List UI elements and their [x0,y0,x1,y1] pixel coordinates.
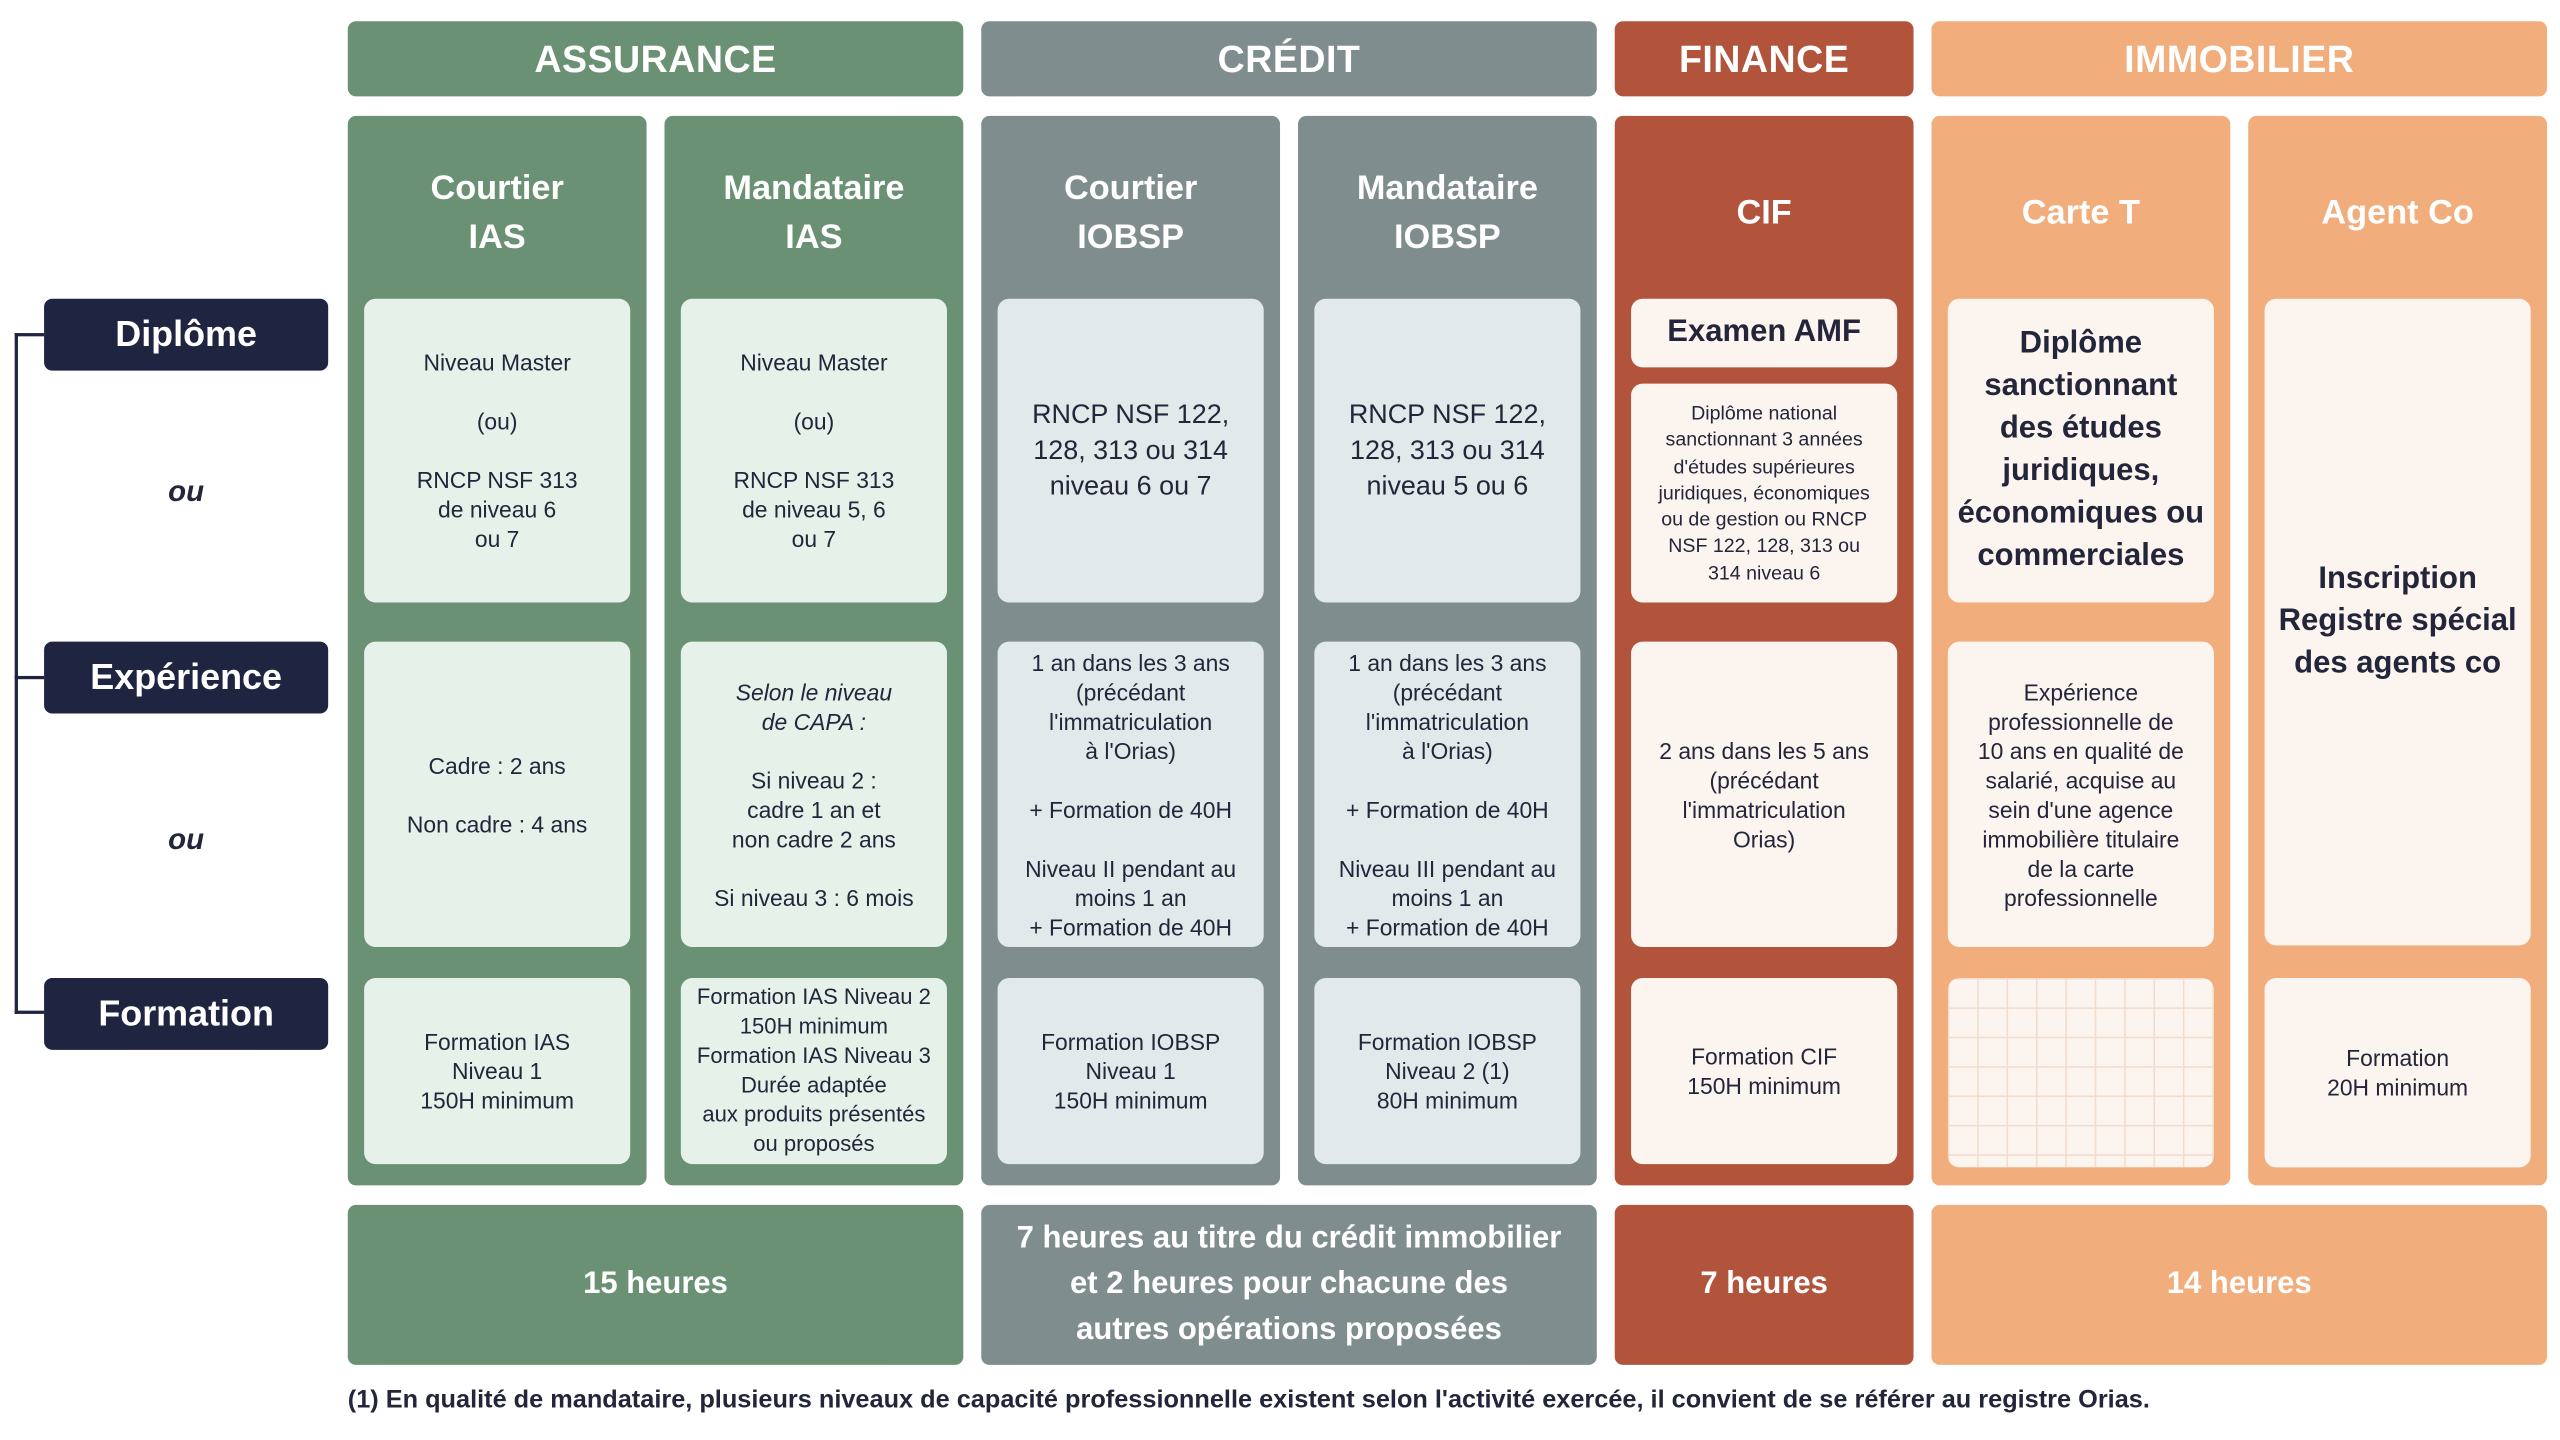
experience-card: 1 an dans les 3 ans (précédant l'immatri… [1314,641,1581,947]
label-formation: Formation [44,977,329,1050]
formation-card: Formation CIF 150H minimum [1631,977,1898,1165]
diplome-card: Niveau Master (ou) RNCP NSF 313 de nivea… [364,298,631,603]
column-mandataire-ias: Mandataire IAS Niveau Master (ou) RNCP N… [664,115,964,1186]
training-finance: 7 heures [1614,1204,1914,1365]
diplome-card: RNCP NSF 122, 128, 313 ou 314 niveau 5 o… [1314,298,1581,603]
experience-card: 2 ans dans les 5 ans (précédant l'immatr… [1631,641,1898,947]
experience-intro: Selon le niveau de CAPA : [735,678,893,734]
formation-card: Formation 20H minimum [2264,977,2531,1168]
formation-card-empty [1948,978,2214,1167]
column-agent-co: Agent Co Inscription Registre spécial de… [2248,115,2548,1186]
header-finance: FINANCE [1614,21,1914,97]
label-ou: ou [168,475,205,508]
bracket-tick [14,675,45,680]
column-title: CIF [1736,194,1792,232]
column-mandataire-iobsp: Mandataire IOBSP RNCP NSF 122, 128, 313 … [1297,115,1597,1186]
column-title: Courtier IAS [430,169,564,257]
training-credit: 7 heures au titre du crédit immobilier e… [981,1204,1597,1365]
formation-card: Formation IOBSP Niveau 1 150H minimum [997,977,1264,1165]
training-immobilier: 14 heures [1931,1204,2548,1365]
exam-card: Examen AMF [1631,298,1898,368]
column-title: Mandataire IOBSP [1356,169,1538,257]
column-title: Agent Co [2321,194,2474,232]
diplome-experience-card: Inscription Registre spécial des agents … [2264,298,2531,946]
column-carte-t: Carte T Diplôme sanctionnant des études … [1931,115,2231,1186]
label-ou: ou [168,822,205,856]
column-cif: CIF Examen AMF Diplôme national sanction… [1614,115,1914,1186]
header-immobilier: IMMOBILIER [1931,21,2548,97]
header-assurance: ASSURANCE [347,21,964,97]
formation-card: Formation IAS Niveau 1 150H minimum [364,977,631,1165]
column-title: Mandataire IAS [723,169,905,257]
diplome-card: Diplôme national sanctionnant 3 années d… [1631,383,1898,603]
experience-card: Selon le niveau de CAPA : Si niveau 2 : … [680,641,947,947]
column-title: Carte T [2021,194,2140,232]
label-experience: Expérience [44,641,329,714]
bracket-tick [14,1010,45,1014]
label-diplome: Diplôme [44,298,329,371]
column-courtier-ias: Courtier IAS Niveau Master (ou) RNCP NSF… [347,115,647,1186]
bracket-line [14,333,18,1014]
formation-card: Formation IOBSP Niveau 2 (1) 80H minimum [1314,977,1581,1165]
bracket-tick [14,333,45,337]
training-assurance: 15 heures [347,1204,964,1365]
footnote: (1) En qualité de mandataire, plusieurs … [347,1386,2150,1414]
experience-card: Cadre : 2 ans Non cadre : 4 ans [364,641,631,947]
diplome-card: RNCP NSF 122, 128, 313 ou 314 niveau 6 o… [997,298,1264,603]
header-credit: CRÉDIT [981,21,1597,97]
formation-card: Formation IAS Niveau 2 150H minimum Form… [680,977,947,1165]
experience-card: Expérience professionnelle de 10 ans en … [1947,641,2214,947]
experience-card: 1 an dans les 3 ans (précédant l'immatri… [997,641,1264,947]
diplome-card: Diplôme sanctionnant des études juridiqu… [1947,298,2214,603]
column-title: Courtier IOBSP [1063,169,1198,257]
experience-text: Si niveau 2 : cadre 1 an et non cadre 2 … [714,766,914,911]
diplome-card: Niveau Master (ou) RNCP NSF 313 de nivea… [680,298,947,603]
column-courtier-iobsp: Courtier IOBSP RNCP NSF 122, 128, 313 ou… [981,115,1281,1186]
